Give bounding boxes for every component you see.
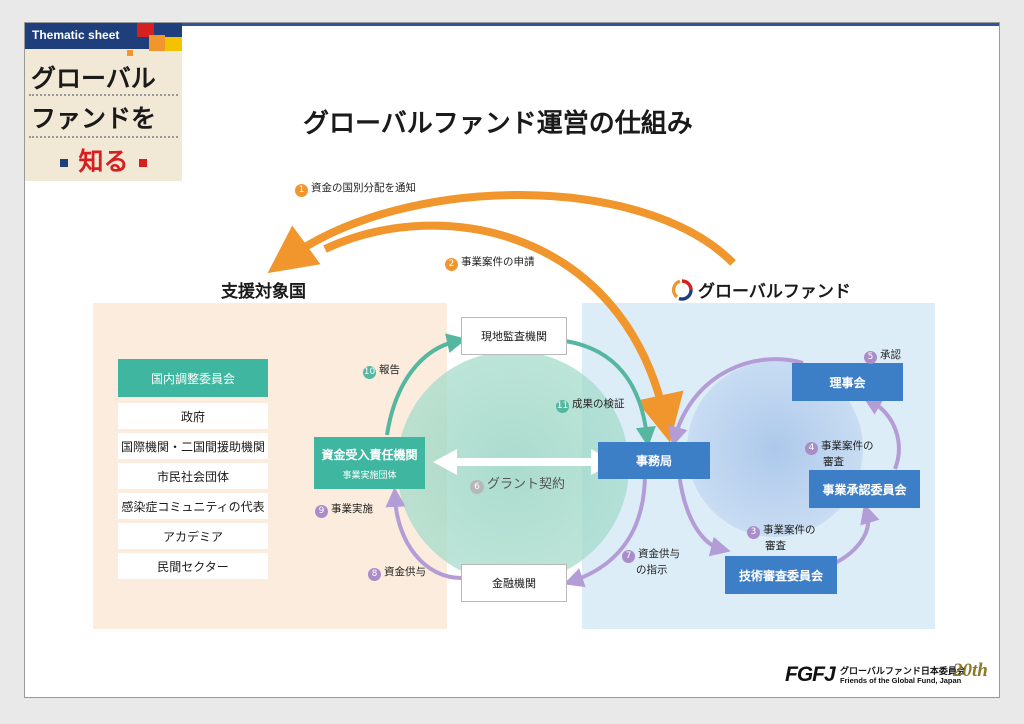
badge-square-red [137, 23, 154, 37]
arrow-board-to-secretariat [668, 357, 804, 447]
badge-divider [29, 94, 178, 96]
technical-review-panel-box: 技術審査委員会 [725, 556, 837, 594]
recipient-country-heading: 支援対象国 [221, 282, 306, 302]
ccm-member: 国際機関・二国間援助機関 [118, 433, 268, 459]
step-text: 事業案件の申請 [461, 256, 535, 268]
badge-line-1: グローバル [31, 64, 156, 93]
step-text: 事業案件の [821, 440, 874, 452]
footer-org-name-en: Friends of the Global Fund, Japan [840, 676, 962, 685]
local-fund-agent-box: 現地監査機関 [461, 317, 567, 355]
financial-institution-box: 金融機関 [461, 564, 567, 602]
step-text: 承認 [880, 349, 901, 361]
badge-line-2: ファンドを [31, 104, 157, 133]
ccm-member: 政府 [118, 403, 268, 429]
ccm-member: 市民社会団体 [118, 463, 268, 489]
fgfj-logo: FGFJ [785, 663, 836, 686]
principal-recipient-box: 資金受入責任機関 事業実施団体 [314, 437, 425, 489]
arrow-step-2 [323, 221, 684, 443]
badge-line-3: 知る [25, 142, 182, 178]
step-number-badge: 3 [747, 526, 760, 539]
step-text: 審査 [823, 456, 844, 468]
step-text: 事業実施 [331, 503, 373, 515]
step-text: グラント契約 [487, 477, 566, 492]
thematic-sheet-page: Thematic sheet グローバル ファンドを 知る グローバルファンド運… [24, 22, 1000, 698]
step-number-badge: 1 [295, 184, 308, 197]
step-number-badge: 4 [805, 442, 818, 455]
principal-recipient-label: 資金受入責任機関 [321, 448, 418, 462]
global-fund-heading: グローバルファンド [671, 277, 851, 302]
step-number-badge: 6 [470, 480, 484, 494]
ccm-member: 感染症コミュニティの代表 [118, 493, 268, 519]
badge-bullet [60, 159, 69, 167]
step-number-badge: 9 [315, 505, 328, 518]
arrow-step-1 [267, 191, 736, 274]
arrow-step-8 [385, 487, 462, 580]
badge-subtitle: Thematic sheet [32, 28, 120, 42]
badge-square-yellow [165, 37, 182, 51]
arrow-step-5 [862, 395, 901, 470]
top-rule [25, 23, 999, 26]
approval-committee-box: 事業承認委員会 [809, 470, 920, 508]
board-box: 理事会 [792, 363, 903, 401]
ccm-member: 民間セクター [118, 553, 268, 579]
step-text: 報告 [379, 364, 400, 376]
step-number-badge: 10 [363, 366, 376, 379]
step-number-badge: 8 [368, 568, 381, 581]
step-text: 事業案件の [763, 524, 816, 536]
ccm-heading-box: 国内調整委員会 [118, 359, 268, 397]
footer-org-name-jp: グローバルファンド日本委員会 [840, 667, 966, 677]
step-number-badge: 7 [622, 550, 635, 563]
arrow-step-10 [385, 333, 467, 436]
step-number-badge: 5 [864, 351, 877, 364]
arrow-step-4 [834, 503, 880, 565]
implementing-org-label: 事業実施団体 [342, 471, 397, 481]
global-fund-heading-text: グローバルファンド [698, 282, 851, 302]
badge-bullet [138, 159, 147, 167]
step-text: 資金供与 [638, 548, 680, 560]
grant-overlap-green-circle [397, 351, 629, 583]
arrow-step-11 [564, 339, 656, 447]
step-text: 資金の国別分配を通知 [311, 182, 416, 194]
badge-line-3-text: 知る [78, 147, 129, 176]
badge-divider [29, 136, 178, 138]
badge-square-orange [149, 35, 165, 51]
step-text: 審査 [765, 540, 786, 552]
secretariat-box: 事務局 [598, 442, 710, 479]
ccm-member: アカデミア [118, 523, 268, 549]
step-number-badge: 11 [556, 400, 569, 413]
anniversary-mark: 20th [953, 660, 988, 681]
page-title: グローバルファンド運営の仕組み [303, 109, 693, 139]
arrow-step-3 [677, 472, 731, 557]
badge-square-small-orange [127, 50, 133, 56]
arrow-step-7 [563, 472, 647, 588]
step-number-badge: 2 [445, 258, 458, 271]
step-text: 成果の検証 [572, 398, 625, 410]
globalfund-logo-icon [671, 278, 693, 301]
step-text: 資金供与 [384, 566, 426, 578]
step-text: の指示 [636, 564, 668, 576]
thematic-sheet-badge: Thematic sheet グローバル ファンドを 知る [25, 23, 182, 181]
